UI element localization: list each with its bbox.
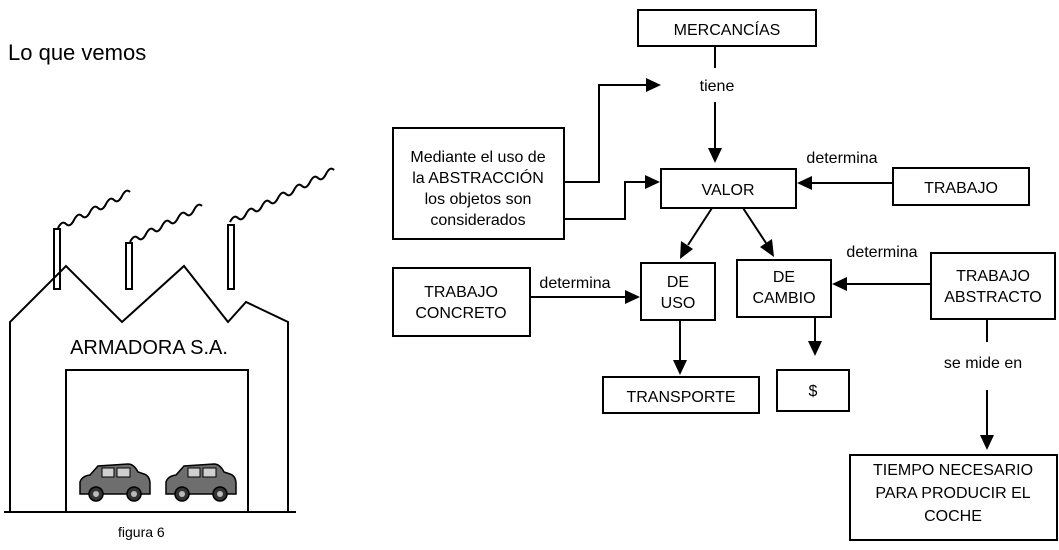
edge-label-se-mide-en: se mide en [944,355,1022,372]
node-trabajo-abstracto: TRABAJO ABSTRACTO [930,252,1056,320]
left-heading: Lo que vemos [8,40,147,65]
svg-text:TIEMPO NECESARIO: TIEMPO NECESARIO [873,462,1033,479]
svg-text:ABSTRACTO: ABSTRACTO [944,289,1042,306]
edge-de-uso-transporte [673,320,687,375]
edge-abstracto-de-cambio [832,277,931,291]
node-mercancias: MERCANCÍAS [637,9,817,47]
chimney-right [227,224,235,290]
edge-trabajo-valor [797,176,893,190]
svg-text:CONCRETO: CONCRETO [415,305,506,322]
node-dinero: $ [776,369,850,412]
edge-label-determina-trabajo: determina [806,150,877,167]
svg-text:$: $ [809,383,818,400]
smoke-right-icon [229,167,335,223]
smoke-middle-icon [129,203,203,243]
chimney-left [53,228,61,290]
chimney-middle [125,242,133,290]
edge-valor-de-uso [680,207,713,259]
svg-text:TRABAJO: TRABAJO [956,268,1030,285]
edge-label-determina-concreto: determina [539,275,610,292]
factory-building [9,264,289,513]
svg-text:USO: USO [661,295,696,312]
node-trabajo: TRABAJO [892,167,1030,206]
node-de-cambio: DE CAMBIO [736,259,832,318]
car-icon [79,463,151,502]
car-icon [165,463,237,502]
svg-text:considerados: considerados [430,212,525,229]
figure-caption: figura 6 [118,524,165,540]
factory-sign: ARMADORA S.A. [70,337,228,359]
svg-text:PARA PRODUCIR EL: PARA PRODUCIR EL [875,485,1030,502]
svg-text:los objetos son: los objetos son [425,191,532,208]
edge-abstraccion-tiene [564,78,661,183]
node-tiempo: TIEMPO NECESARIO PARA PRODUCIR EL COCHE [849,454,1058,541]
svg-text:CAMBIO: CAMBIO [752,290,815,307]
svg-text:TRABAJO: TRABAJO [924,180,998,197]
edge-abstracto-tiempo [980,319,994,450]
smoke-left-icon [57,189,131,229]
svg-text:la ABSTRACCIÓN: la ABSTRACCIÓN [412,168,544,187]
edge-mercancias-valor [708,46,722,163]
edge-valor-de-cambio [742,207,774,257]
node-abstraccion: Mediante el uso de la ABSTRACCIÓN los ob… [392,127,565,240]
edge-abstraccion-valor [564,175,660,220]
svg-text:TRANSPORTE: TRANSPORTE [626,389,735,406]
node-valor: VALOR [660,168,797,209]
node-de-uso: DE USO [640,262,716,321]
edge-concreto-de-uso [530,290,640,304]
edge-de-cambio-dinero [808,317,822,356]
edge-label-tiene: tiene [700,78,735,95]
node-transporte: TRANSPORTE [602,376,760,414]
svg-text:COCHE: COCHE [924,508,982,525]
svg-text:MERCANCÍAS: MERCANCÍAS [674,20,781,39]
svg-text:Mediante el uso de: Mediante el uso de [410,149,545,166]
factory-illustration: ARMADORA S.A. [4,167,335,513]
svg-text:DE: DE [667,274,689,291]
svg-text:TRABAJO: TRABAJO [424,284,498,301]
svg-text:VALOR: VALOR [701,182,754,199]
edge-label-determina-abstracto: determina [846,244,917,261]
node-trabajo-concreto: TRABAJO CONCRETO [392,267,531,337]
svg-text:DE: DE [773,269,795,286]
